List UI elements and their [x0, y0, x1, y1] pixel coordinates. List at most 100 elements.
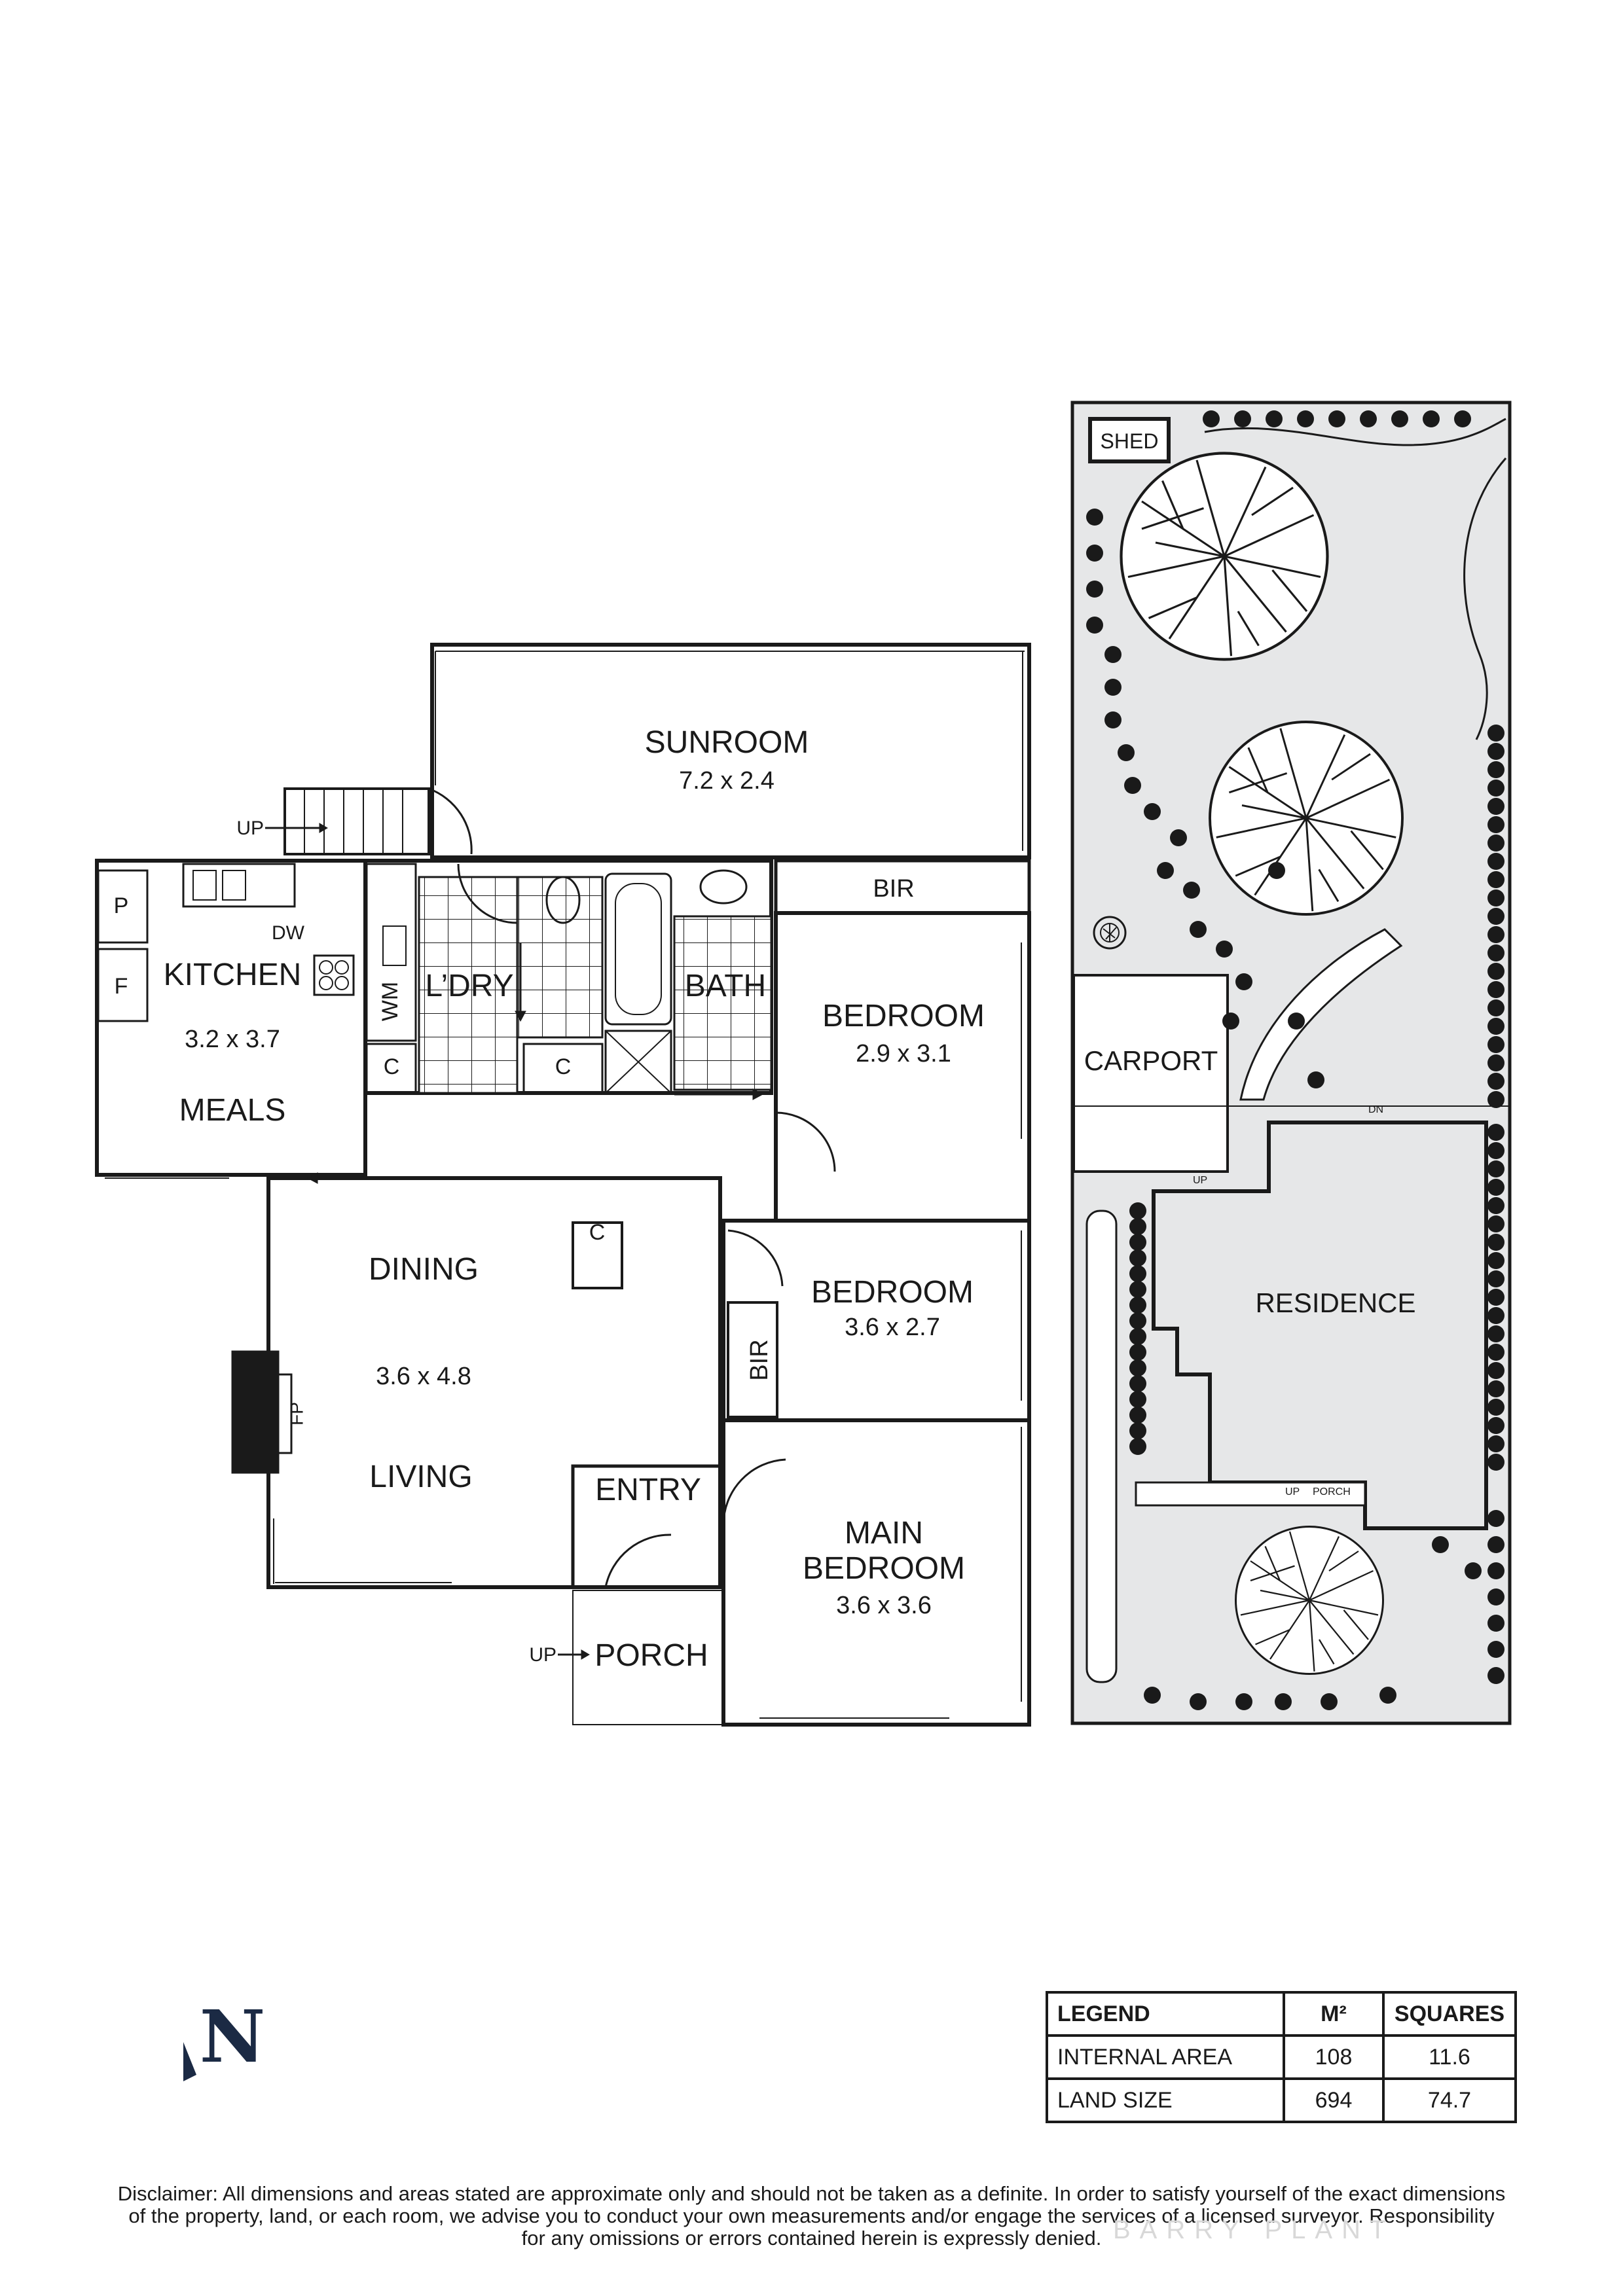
flow-arrows — [265, 823, 764, 1660]
shrub-icon — [1465, 1562, 1482, 1579]
shrub-icon — [1183, 882, 1200, 899]
shrub-icon — [1487, 1344, 1504, 1361]
shrub-icon — [1487, 889, 1504, 906]
shrub-icon — [1170, 829, 1187, 846]
shrub-icon — [1487, 1325, 1504, 1342]
shrub-icon — [1487, 1536, 1504, 1553]
shrub-icon — [1104, 711, 1122, 728]
shrub-icon — [1129, 1218, 1146, 1235]
sunroom-dim: 7.2 x 2.4 — [679, 767, 775, 795]
shrub-icon — [1487, 1054, 1504, 1071]
shrub-icon — [1234, 410, 1251, 427]
main-bedroom-dim: 3.6 x 3.6 — [836, 1592, 932, 1619]
site-shrubs — [1086, 410, 1504, 1710]
shrub-icon — [1487, 1197, 1504, 1214]
shrub-icon — [1487, 1289, 1504, 1306]
shrub-icon — [1487, 743, 1504, 760]
shrub-icon — [1454, 410, 1471, 427]
washing-machine-label: WM — [378, 982, 403, 1021]
shrub-icon — [1487, 1270, 1504, 1287]
shrub-icon — [1487, 1510, 1504, 1527]
disclaimer-text: Disclaimer: All dimensions and areas sta… — [65, 2183, 1558, 2250]
shrub-icon — [1129, 1359, 1146, 1376]
shrub-icon — [1328, 410, 1345, 427]
dishwasher-label: DW — [272, 922, 305, 944]
shrub-icon — [1266, 410, 1283, 427]
pantry-label: P — [114, 893, 129, 918]
shrub-icon — [1268, 862, 1285, 879]
shrub-icon — [1129, 1249, 1146, 1266]
shrub-icon — [1307, 1071, 1324, 1088]
site-plan — [1070, 401, 1512, 1725]
legend-row-squares: 11.6 — [1382, 2034, 1517, 2080]
shrub-icon — [1391, 410, 1408, 427]
fridge-label: F — [115, 974, 128, 999]
shrub-icon — [1487, 816, 1504, 833]
shed-label: SHED — [1101, 429, 1159, 453]
shrub-icon — [1487, 1234, 1504, 1251]
entry-name: ENTRY — [595, 1473, 701, 1507]
shrub-icon — [1487, 834, 1504, 852]
shrub-icon — [1487, 1641, 1504, 1658]
shrub-icon — [1203, 410, 1220, 427]
shrub-icon — [1129, 1265, 1146, 1282]
shrub-icon — [1129, 1344, 1146, 1361]
shrub-icon — [1487, 1588, 1504, 1605]
shrub-icon — [1432, 1536, 1449, 1553]
shrub-icon — [1487, 871, 1504, 888]
shrub-icon — [1487, 1417, 1504, 1434]
shrub-icon — [1487, 1380, 1504, 1397]
shrub-icon — [1487, 1562, 1504, 1579]
shrub-icon — [1487, 1073, 1504, 1090]
main-bedroom-line1: MAIN — [845, 1516, 923, 1551]
shrub-icon — [1235, 1693, 1252, 1710]
shrub-icon — [1129, 1234, 1146, 1251]
shrub-icon — [1487, 1435, 1504, 1452]
residence-label: RESIDENCE — [1255, 1287, 1415, 1318]
shrub-icon — [1423, 410, 1440, 427]
shrub-icon — [1222, 1013, 1239, 1030]
legend-header-squares: SQUARES — [1382, 1991, 1517, 2037]
shrub-icon — [1487, 1036, 1504, 1053]
shrub-icon — [1129, 1312, 1146, 1329]
shrub-icon — [1379, 1687, 1396, 1704]
site-porch-label: PORCH — [1313, 1486, 1351, 1498]
bir-top-name: BIR — [873, 875, 914, 903]
cupboard-laundry-label: C — [384, 1054, 400, 1079]
legend-header-row: LEGEND M² SQUARES — [1046, 1991, 1517, 2037]
shrub-icon — [1487, 1454, 1504, 1471]
shrub-icon — [1129, 1328, 1146, 1345]
compass-letter: N — [200, 1994, 266, 2079]
shrub-icon — [1487, 761, 1504, 778]
shrub-icon — [1275, 1693, 1292, 1710]
shrub-icon — [1487, 1124, 1504, 1141]
up-stair-label: UP — [236, 817, 264, 839]
shrub-icon — [1487, 1215, 1504, 1232]
shrub-icon — [1086, 581, 1103, 598]
shrub-icon — [1124, 777, 1141, 794]
legend-row-label: LAND SIZE — [1046, 2077, 1285, 2123]
legend-table: LEGEND M² SQUARES INTERNAL AREA 108 11.6… — [1046, 1991, 1517, 2123]
shrub-icon — [1487, 1615, 1504, 1632]
kitchen-dim: 3.2 x 3.7 — [185, 1026, 280, 1053]
shrub-icon — [1190, 921, 1207, 938]
shrub-icon — [1487, 944, 1504, 961]
watermark-logo: BARRY PLANT — [1113, 2215, 1395, 2244]
shrub-icon — [1487, 1362, 1504, 1379]
cupboard-hall-label: C — [555, 1054, 572, 1079]
legend-header-label: LEGEND — [1046, 1991, 1285, 2037]
shrub-icon — [1235, 973, 1252, 990]
shrub-icon — [1129, 1391, 1146, 1408]
shrub-icon — [1288, 1013, 1305, 1030]
porch-name: PORCH — [594, 1638, 708, 1673]
shrub-icon — [1487, 1399, 1504, 1416]
bath-name: BATH — [685, 969, 766, 1003]
meals-name: MEALS — [179, 1093, 286, 1128]
shrub-icon — [1487, 725, 1504, 742]
living-name: LIVING — [369, 1460, 472, 1494]
shrub-icon — [1487, 1091, 1504, 1108]
shrub-icon — [1129, 1281, 1146, 1298]
disclaimer-line: for any omissions or errors contained he… — [521, 2227, 1102, 2250]
disclaimer-line: Disclaimer: All dimensions and areas sta… — [117, 2182, 1506, 2205]
shrub-icon — [1487, 1667, 1504, 1684]
